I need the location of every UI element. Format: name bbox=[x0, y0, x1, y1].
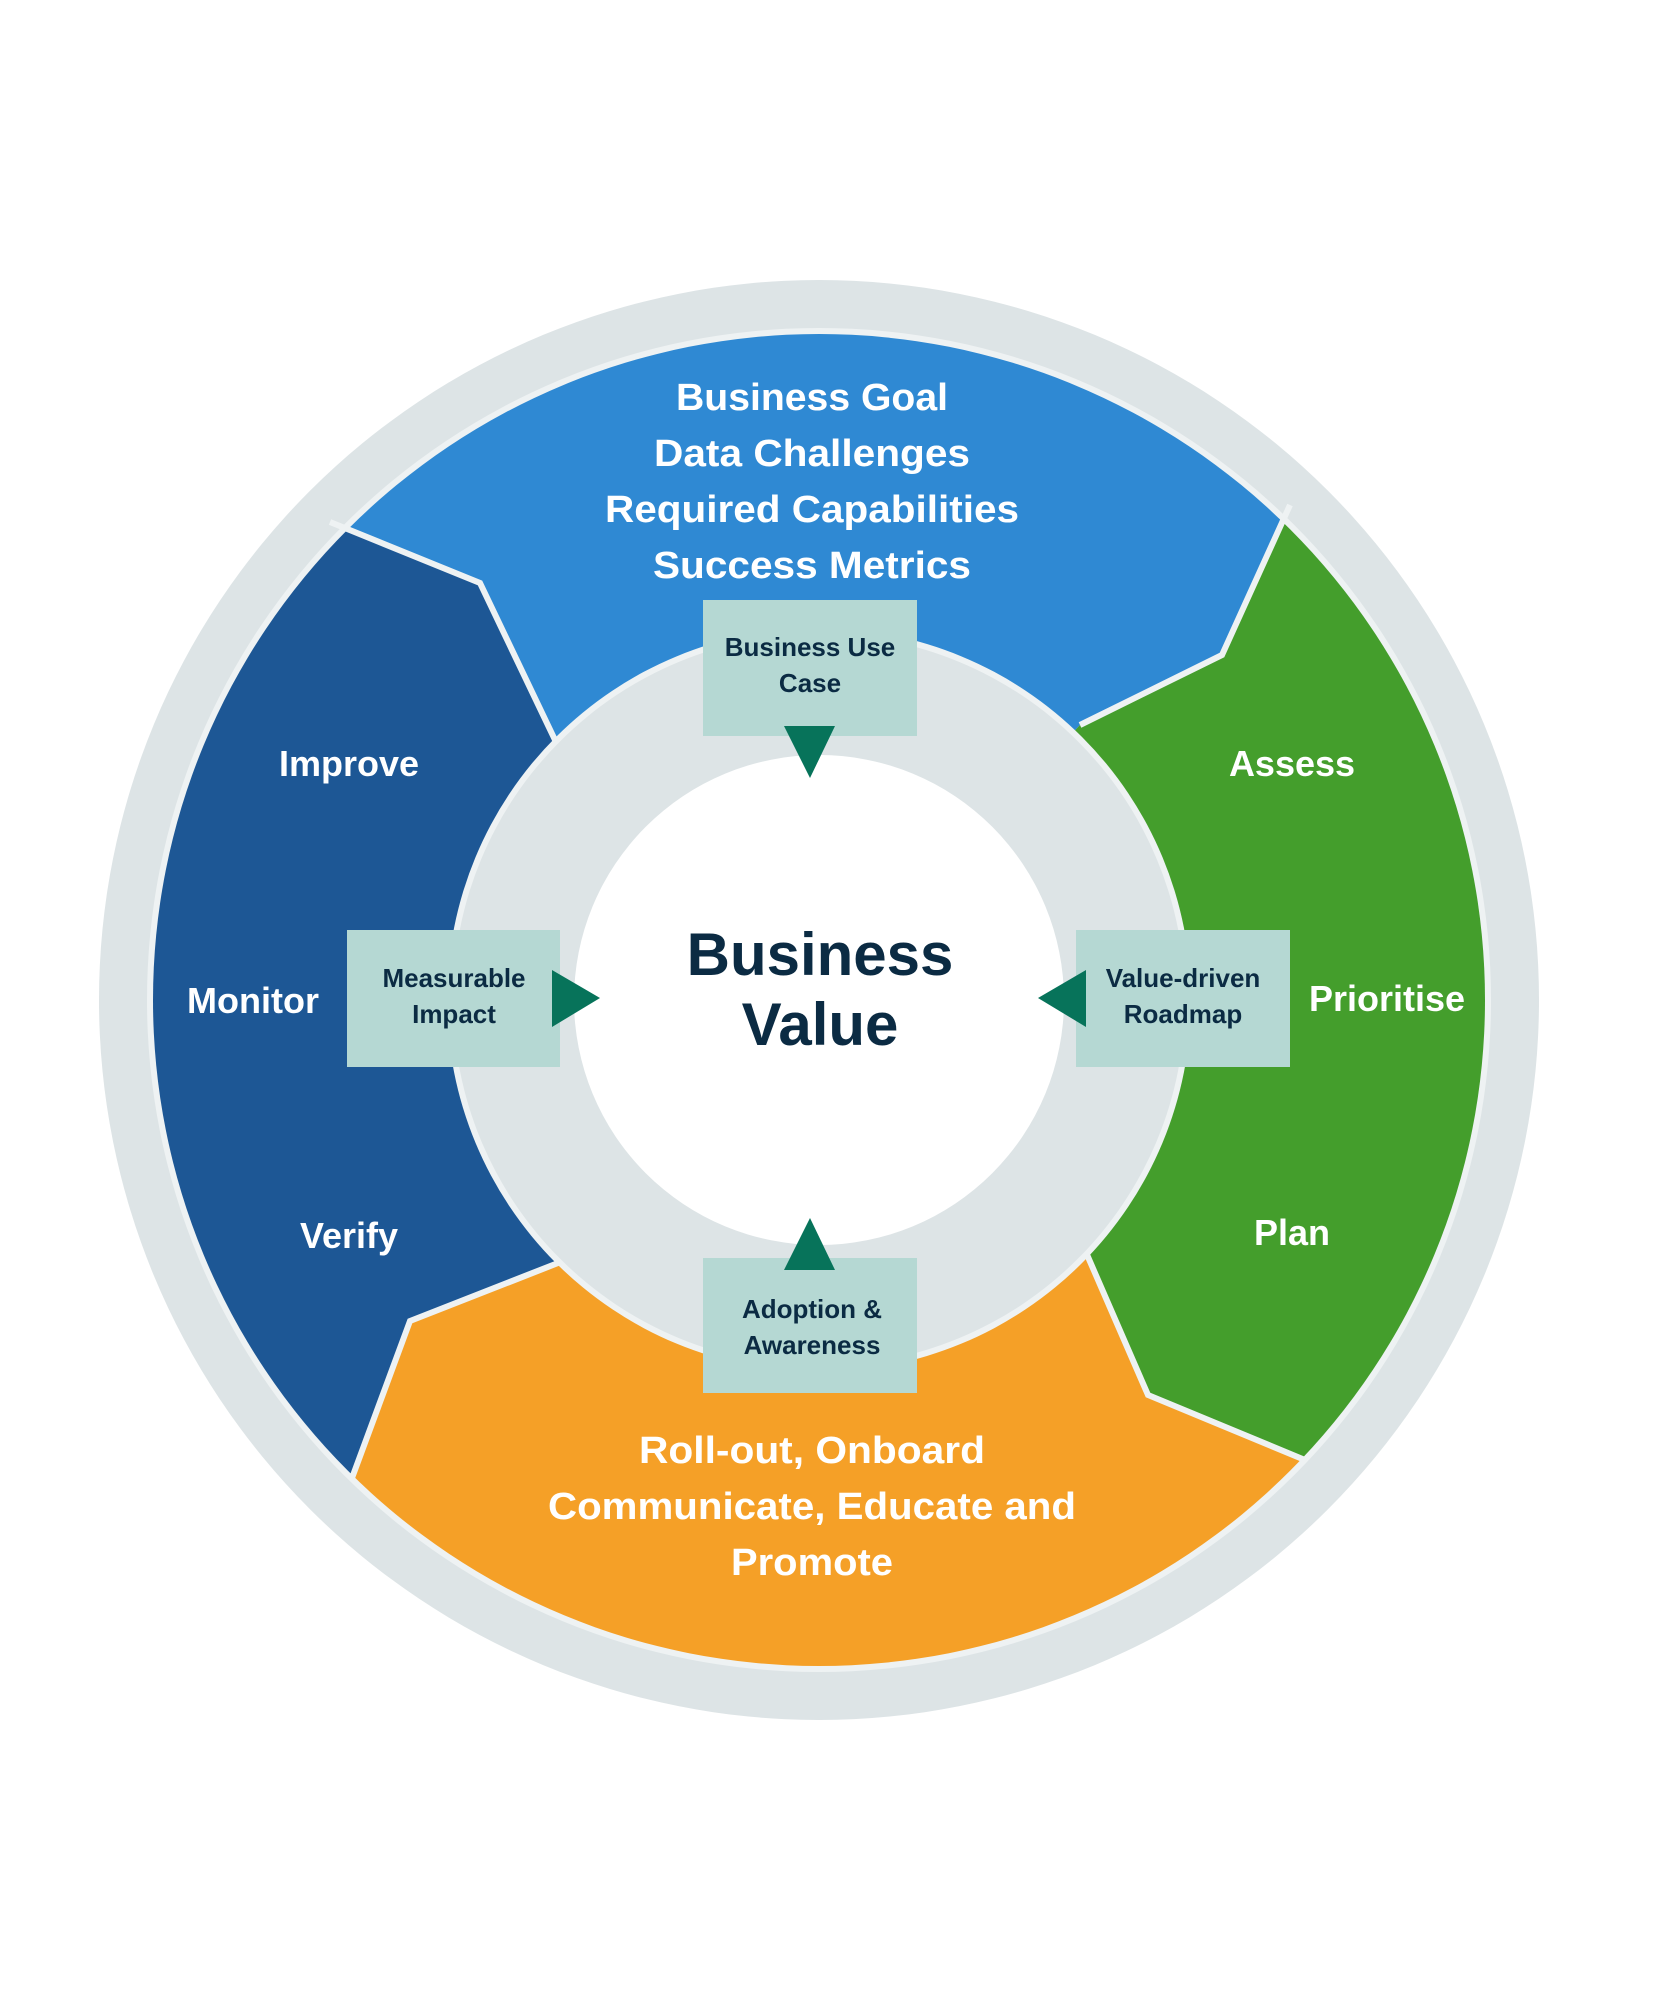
box-adoption-awareness: Adoption & Awareness bbox=[703, 1218, 917, 1393]
box-measurable-impact-line-1: Measurable bbox=[382, 963, 525, 993]
arrow-down-icon bbox=[784, 726, 835, 778]
box-value-driven-roadmap-bg bbox=[1076, 930, 1290, 1067]
box-business-use-case: Business Use Case bbox=[703, 600, 917, 778]
box-value-driven-roadmap-line-1: Value-driven bbox=[1106, 963, 1261, 993]
segment-define-line-1: Business Goal bbox=[676, 377, 948, 419]
segment-measure-verify: Verify bbox=[300, 1215, 398, 1256]
center-title-line-1: Business bbox=[687, 921, 954, 988]
arrow-up-icon bbox=[784, 1218, 835, 1270]
divider-top-right bbox=[1078, 503, 1293, 728]
segment-adopt-line-3: Promote bbox=[731, 1542, 893, 1584]
segment-prioritise-assess: Assess bbox=[1229, 743, 1355, 784]
box-business-use-case-bg bbox=[703, 600, 917, 736]
segment-measure-improve: Improve bbox=[279, 743, 419, 784]
divider-top-left bbox=[328, 519, 558, 742]
center-title-line-2: Value bbox=[742, 991, 899, 1058]
center-circle bbox=[574, 755, 1064, 1245]
segment-define-line-3: Required Capabilities bbox=[605, 489, 1019, 531]
segment-define-line-4: Success Metrics bbox=[653, 545, 971, 587]
box-adoption-awareness-bg bbox=[703, 1258, 917, 1393]
box-value-driven-roadmap-line-2: Roadmap bbox=[1124, 999, 1242, 1029]
box-measurable-impact-bg bbox=[347, 930, 560, 1067]
box-adoption-awareness-line-1: Adoption & bbox=[742, 1294, 882, 1324]
segment-adopt-line-2: Communicate, Educate and bbox=[548, 1486, 1076, 1528]
arrow-left-icon bbox=[1038, 970, 1086, 1027]
box-business-use-case-line-2: Case bbox=[779, 668, 841, 698]
segment-measure-monitor: Monitor bbox=[187, 980, 319, 1021]
divider-bottom-left bbox=[349, 1260, 560, 1480]
divider-bottom-right bbox=[1082, 1248, 1307, 1463]
segment-prioritise-prioritise: Prioritise bbox=[1309, 978, 1465, 1019]
box-value-driven-roadmap: Value-driven Roadmap bbox=[1038, 930, 1290, 1067]
box-business-use-case-line-1: Business Use bbox=[725, 632, 896, 662]
segment-define-line-2: Data Challenges bbox=[654, 433, 970, 475]
box-adoption-awareness-line-2: Awareness bbox=[744, 1330, 881, 1360]
box-measurable-impact-line-2: Impact bbox=[412, 999, 496, 1029]
segment-prioritise-plan: Plan bbox=[1254, 1212, 1330, 1253]
segment-adopt-line-1: Roll-out, Onboard bbox=[639, 1430, 985, 1472]
box-measurable-impact: Measurable Impact bbox=[347, 930, 600, 1067]
arrow-right-icon bbox=[552, 970, 600, 1027]
